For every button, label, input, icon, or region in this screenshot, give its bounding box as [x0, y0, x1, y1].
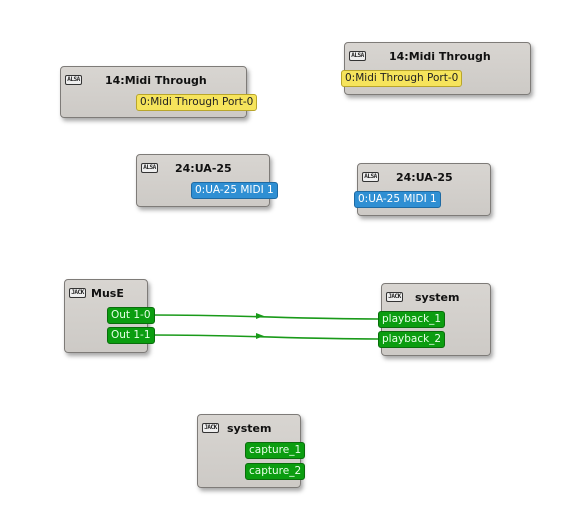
node-title: system — [227, 422, 272, 435]
audio-output-port[interactable]: capture_2 — [245, 463, 306, 480]
midi-input-port[interactable]: 0:Midi Through Port-0 — [341, 70, 463, 87]
client-node-system-playback[interactable]: JACK system playback_1 playback_2 — [378, 283, 491, 356]
client-node-system-capture[interactable]: JACK system capture_1 capture_2 — [197, 414, 306, 488]
client-node-muse[interactable]: JACK MusE Out 1-0 Out 1-1 — [64, 279, 155, 353]
client-node-ua25[interactable]: ALSA 24:UA-25 0:UA-25 MIDI 1 — [136, 154, 278, 207]
midi-output-port[interactable]: 0:UA-25 MIDI 1 — [191, 182, 278, 199]
audio-output-port[interactable]: Out 1-1 — [107, 327, 155, 344]
node-title: 24:UA-25 — [175, 162, 232, 175]
connection-arrow — [256, 333, 264, 339]
alsa-icon: ALSA — [349, 51, 366, 61]
node-title: system — [415, 291, 460, 304]
midi-input-port[interactable]: 0:UA-25 MIDI 1 — [354, 191, 441, 208]
alsa-icon: ALSA — [141, 163, 158, 173]
connection-wire[interactable] — [149, 334, 379, 340]
connection-arrow — [256, 313, 264, 319]
audio-input-port[interactable]: playback_1 — [378, 311, 446, 328]
midi-output-port[interactable]: 0:Midi Through Port-0 — [136, 94, 258, 111]
client-node-ua25[interactable]: ALSA 24:UA-25 0:UA-25 MIDI 1 — [354, 163, 491, 216]
audio-output-port[interactable]: capture_1 — [245, 442, 306, 459]
audio-input-port[interactable]: playback_2 — [378, 331, 446, 348]
node-title: 14:Midi Through — [389, 50, 491, 63]
node-title: 24:UA-25 — [396, 171, 453, 184]
jack-icon: JACK — [386, 292, 403, 302]
jack-icon: JACK — [69, 288, 86, 298]
node-title: 14:Midi Through — [105, 74, 207, 87]
jack-icon: JACK — [202, 423, 219, 433]
node-title: MusE — [91, 287, 124, 300]
alsa-icon: ALSA — [362, 172, 379, 182]
client-node-midi-through[interactable]: ALSA 14:Midi Through 0:Midi Through Port… — [60, 66, 258, 118]
audio-output-port[interactable]: Out 1-0 — [107, 307, 155, 324]
alsa-icon: ALSA — [65, 75, 82, 85]
client-node-midi-through[interactable]: ALSA 14:Midi Through 0:Midi Through Port… — [341, 42, 531, 95]
connection-wire[interactable] — [149, 314, 379, 320]
